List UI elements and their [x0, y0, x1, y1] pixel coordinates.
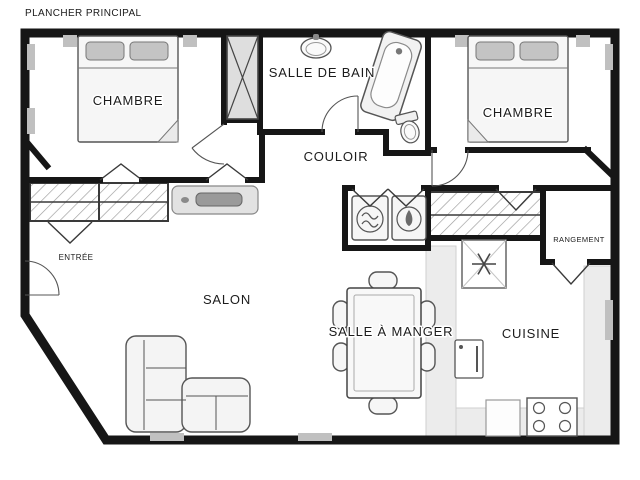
bed-right: [467, 35, 569, 143]
dining-table-icon: [346, 287, 422, 399]
sofa-icon: [125, 335, 251, 433]
window-icon: [27, 108, 35, 134]
bifold-door-icon: [551, 262, 591, 286]
bifold-door-icon: [387, 188, 425, 207]
snowflake-glyph: [472, 253, 496, 275]
refrigerator-snowflake-icon: [461, 239, 507, 289]
closet-x-line: [226, 35, 259, 120]
closet-hatch-left: [29, 182, 169, 222]
room-label-bedroom-right: CHAMBRE: [483, 105, 554, 120]
closet-hatch-right: [428, 191, 543, 239]
window-icon: [605, 300, 613, 340]
window-icon: [298, 433, 332, 441]
bifold-door-icon: [99, 163, 143, 181]
pillow-icon: [129, 41, 169, 61]
window-icon: [455, 35, 469, 47]
door-swing-icon: [191, 123, 225, 165]
media-console-icon: [171, 185, 259, 215]
counter-right: [583, 265, 612, 437]
pillow-icon: [475, 41, 515, 61]
wall-diagonal-right: [581, 145, 619, 182]
outer-wall: [20, 28, 620, 445]
door-swing-icon: [24, 260, 60, 296]
window-icon: [63, 35, 77, 47]
room-label-bedroom-left: CHAMBRE: [93, 93, 164, 108]
window-icon: [605, 44, 613, 70]
bed-icon: [77, 35, 179, 143]
window-icon: [576, 35, 590, 47]
window-icon: [183, 35, 197, 47]
room-label-hallway: COULOIR: [304, 149, 369, 164]
interior-walls: [20, 30, 619, 265]
wall-diagonal-left: [20, 135, 52, 171]
room-label-living-room: SALON: [203, 292, 251, 307]
dining-set: [332, 271, 436, 415]
bathtub-icon: [360, 30, 422, 122]
bifold-door-icon: [47, 221, 93, 244]
chair-icon: [368, 396, 398, 415]
bifold-door-icon: [351, 188, 389, 207]
window-icon: [150, 433, 184, 441]
bifold-door-icon: [205, 163, 249, 181]
wall-storage: [540, 185, 618, 265]
blanket-fold: [156, 118, 179, 143]
kitchen-appliances: [454, 339, 578, 437]
dishwasher-icon: [454, 339, 484, 379]
dining-table-inner: [353, 294, 415, 392]
toilet-icon: [394, 110, 420, 144]
windows: [27, 35, 613, 441]
window-icon: [27, 44, 35, 70]
bathroom-fixtures: [300, 30, 422, 144]
stove-burners-icon: [526, 397, 578, 437]
bed-left: [77, 35, 179, 143]
door-swing-icon: [431, 149, 469, 187]
pillow-icon: [519, 41, 559, 61]
blanket-fold: [467, 118, 490, 143]
closet-shelving: [226, 35, 259, 120]
utility-appliances: [351, 195, 427, 241]
door-swing-icon: [321, 95, 359, 133]
room-label-entrance: ENTRÉE: [59, 253, 94, 262]
water-heater-icon: [391, 195, 427, 241]
room-label-storage: RANGEMENT: [553, 235, 605, 244]
room-label-bathroom: SALLE DE BAIN: [269, 65, 376, 80]
room-label-kitchen: CUISINE: [502, 326, 560, 341]
bed-icon: [467, 35, 569, 143]
pillow-icon: [85, 41, 125, 61]
chair-icon: [368, 271, 398, 290]
sink-base-cabinet: [485, 399, 521, 437]
room-label-dining-room: SALLE À MANGER: [329, 324, 454, 339]
sink-icon: [300, 34, 332, 59]
plan-title: PLANCHER PRINCIPAL: [25, 8, 142, 19]
washer-icon: [351, 195, 389, 241]
counter-island: [425, 245, 457, 439]
bifold-doors: [47, 163, 591, 286]
bifold-door-icon: [495, 188, 537, 212]
door-swings: [24, 95, 469, 296]
wall-bathroom-bottom: [257, 129, 431, 156]
